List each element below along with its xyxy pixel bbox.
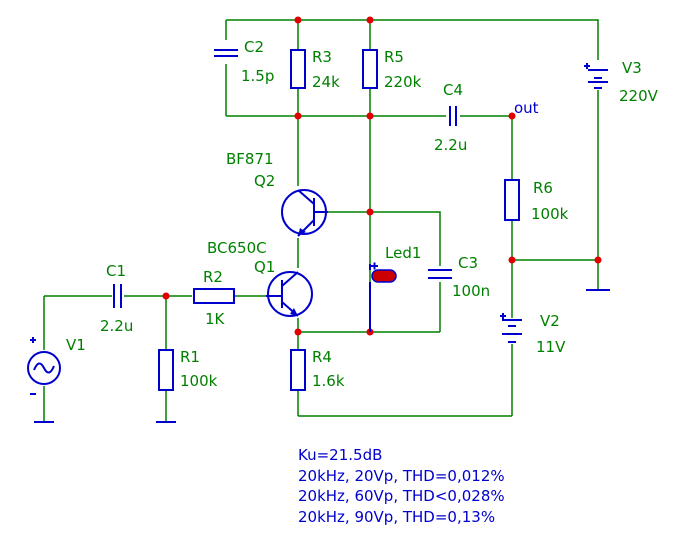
note-thd-60vp: 20kHz, 60Vp, THD<0,028% (298, 487, 505, 505)
label-c4-name: C4 (443, 81, 463, 99)
resistor-r3 (290, 49, 306, 89)
resistor-r4 (290, 349, 306, 391)
label-r5-value: 220k (384, 73, 422, 91)
ac-source-v1 (27, 337, 61, 395)
label-c2-value: 1.5p (241, 67, 274, 85)
label-c4-value: 2.2u (434, 136, 467, 154)
resistor-r1 (158, 349, 174, 391)
label-r1-value: 100k (180, 372, 218, 390)
simulation-notes: Ku=21.5dB 20kHz, 20Vp, THD=0,012% 20kHz,… (298, 446, 505, 526)
label-q1-name: Q1 (254, 258, 275, 276)
label-v2-name: V2 (540, 312, 560, 330)
ground-symbols (34, 289, 610, 423)
label-c3-value: 100n (452, 282, 490, 300)
label-r2-name: R2 (203, 268, 223, 286)
resistor-r2 (193, 288, 235, 304)
note-thd-20vp: 20kHz, 20Vp, THD=0,012% (298, 467, 505, 485)
label-v3-name: V3 (622, 59, 642, 77)
resistor-r6 (504, 179, 520, 221)
label-c3-name: C3 (458, 254, 478, 272)
battery-v3 (584, 63, 608, 89)
battery-v2 (500, 313, 522, 343)
label-v3-value: 220V (619, 87, 659, 105)
label-r3-value: 24k (312, 73, 340, 91)
capacitor-c1 (113, 284, 122, 308)
label-r3-name: R3 (312, 48, 332, 66)
note-gain: Ku=21.5dB (298, 446, 382, 464)
label-v2-value: 11V (536, 338, 566, 356)
label-r6-value: 100k (531, 205, 569, 223)
label-r6-name: R6 (533, 179, 553, 197)
label-r4-value: 1.6k (312, 372, 345, 390)
nodes (162, 16, 602, 336)
resistor-r5 (362, 49, 378, 89)
capacitor-c4 (449, 106, 457, 126)
note-thd-90vp: 20kHz, 90Vp, THD=0,13% (298, 508, 495, 526)
label-led1-name: Led1 (385, 244, 421, 262)
label-c1-value: 2.2u (100, 317, 133, 335)
label-c2-name: C2 (244, 38, 264, 56)
label-r2-value: 1K (205, 310, 226, 328)
wires (43, 19, 599, 422)
transistor-q2 (281, 189, 328, 237)
capacitor-c3 (428, 269, 452, 279)
label-q1-model: BC650C (207, 239, 267, 257)
label-r5-name: R5 (384, 48, 404, 66)
label-r4-name: R4 (312, 348, 332, 366)
label-out: out (514, 99, 539, 117)
label-r1-name: R1 (180, 348, 200, 366)
label-c1-name: C1 (106, 262, 126, 280)
label-q2-name: Q2 (254, 172, 275, 190)
capacitor-c2 (214, 49, 238, 57)
label-v1-name: V1 (66, 336, 86, 354)
led-led1 (369, 262, 397, 332)
label-q2-model: BF871 (226, 150, 274, 168)
transistor-q1 (266, 271, 313, 317)
labels: C2 1.5p R3 24k R5 220k C4 2.2u out V3 22… (66, 38, 659, 390)
